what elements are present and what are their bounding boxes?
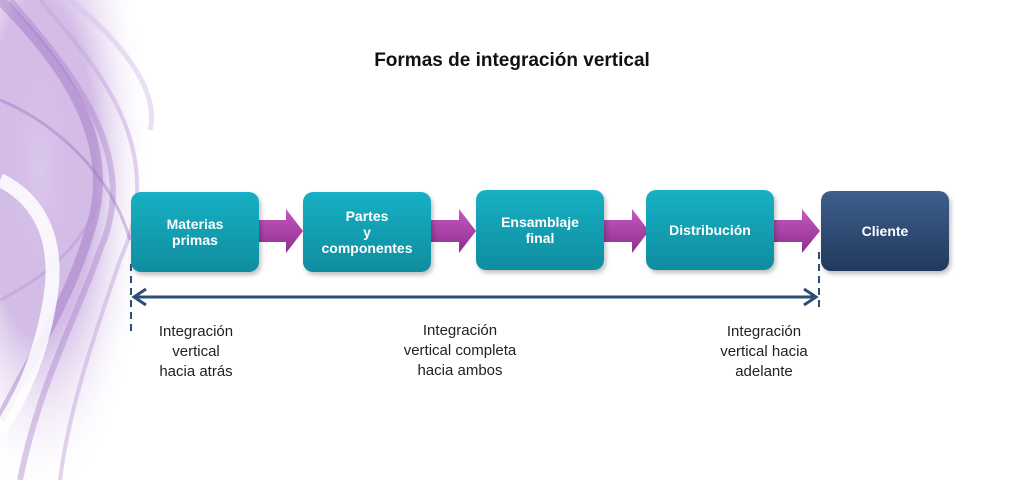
stage-materias-primas: Materias primas [131, 192, 259, 272]
label-forward-integration: Integración vertical hacia adelante [720, 323, 808, 380]
stage-distribucion: Distribución [646, 190, 774, 270]
stage-cliente: Cliente [821, 191, 949, 271]
double-headed-arrow-icon [131, 287, 819, 307]
connector-arrow-icon [431, 209, 476, 253]
diagram-title: Formas de integración vertical [374, 50, 650, 71]
connector-arrow-icon [258, 209, 303, 253]
label-complete-integration: Integración vertical completa hacia ambo… [403, 322, 517, 379]
stage-ensamblaje-final: Ensamblaje final [476, 190, 604, 270]
label-backward-integration: Integración vertical hacia atrás [158, 323, 234, 380]
connector-arrow-icon [774, 209, 820, 253]
stage-partes-componentes: Partes y componentes [303, 192, 431, 272]
connector-arrow-icon [604, 209, 649, 253]
